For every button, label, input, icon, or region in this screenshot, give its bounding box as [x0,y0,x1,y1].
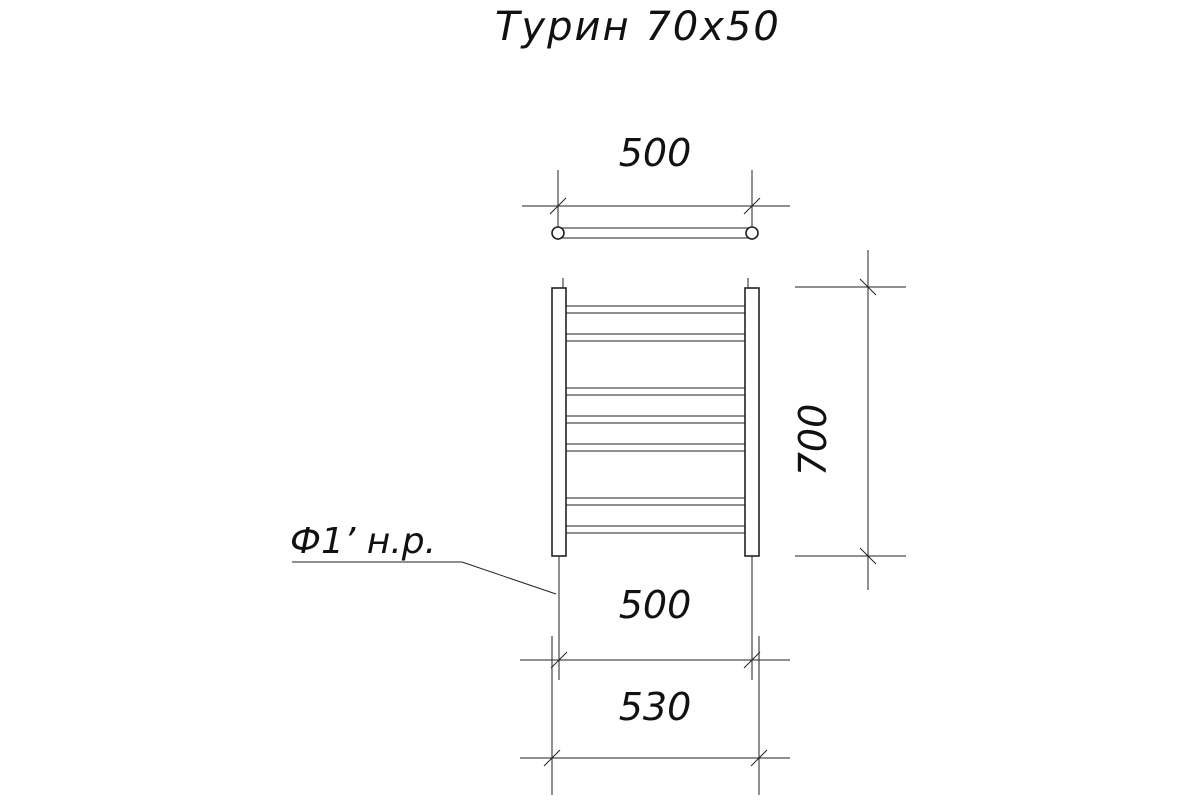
height-tick-top [859,278,877,296]
note-leader [461,561,557,595]
rail [565,525,746,534]
front-view [551,278,760,557]
rail [565,333,746,342]
drawing-title: Турин 70х50 [495,4,781,50]
rail [565,387,746,396]
inner-tick-right [743,651,761,669]
top-tick-right [743,197,761,215]
plan-post-right [745,226,759,240]
height-tick-bottom [859,547,877,565]
bottom-inner-width-label: 500 [619,583,692,627]
top-width-label: 500 [619,131,692,175]
rail [565,415,746,424]
rail [565,305,746,314]
top-tick-left [549,197,567,215]
bottom-dimensions: 500 530 [520,556,790,795]
outer-tick-right [750,749,768,767]
connection-note: Ф1’ н.р. [290,521,436,562]
rail [565,443,746,452]
inner-tick-left [550,651,568,669]
plan-post-left [551,226,565,240]
bottom-outer-width-label: 530 [619,685,692,729]
outer-tick-left [543,749,561,767]
height-label: 700 [791,404,835,477]
connection-callout: Ф1’ н.р. [290,521,557,595]
height-dimension: 700 [791,250,906,590]
top-view: 500 [522,131,790,240]
right-post [744,287,760,557]
left-post [551,287,567,557]
rail [565,497,746,506]
